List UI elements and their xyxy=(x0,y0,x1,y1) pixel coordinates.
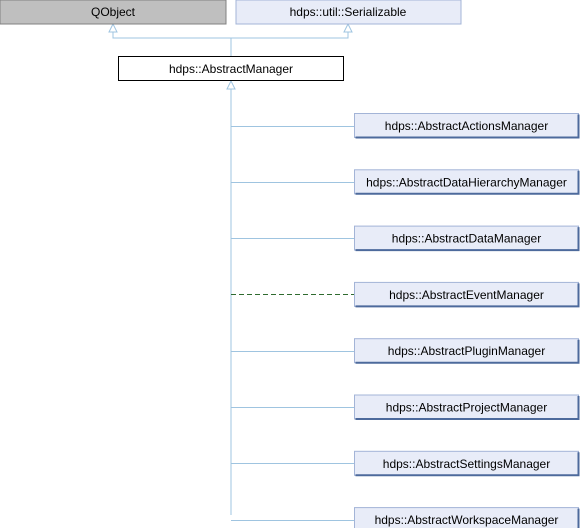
node-data-shadow xyxy=(355,227,580,252)
child-nodes: hdps::AbstractActionsManagerhdps::Abstra… xyxy=(354,113,580,528)
edge-qobject-arrow xyxy=(108,22,118,33)
trunk-arrow xyxy=(226,79,236,90)
node-workspace-label: hdps::AbstractWorkspaceManager xyxy=(375,513,559,527)
node-data-label: hdps::AbstractDataManager xyxy=(392,232,541,246)
base-edges xyxy=(108,22,353,56)
node-serializable[interactable]: hdps::util::Serializable xyxy=(235,0,462,25)
node-plugin-label: hdps::AbstractPluginManager xyxy=(388,344,545,358)
node-actions-shadow xyxy=(355,114,580,139)
node-workspace[interactable]: hdps::AbstractWorkspaceManager xyxy=(354,507,580,528)
edge-serializable xyxy=(230,24,349,56)
node-data-hierarchy[interactable]: hdps::AbstractDataHierarchyManager xyxy=(354,169,580,195)
node-data-hierarchy-box xyxy=(354,169,579,195)
node-project-shadow xyxy=(355,396,580,420)
node-actions-label: hdps::AbstractActionsManager xyxy=(385,119,548,133)
node-abstract-manager-label: hdps::AbstractManager xyxy=(169,62,293,76)
node-event-box xyxy=(354,281,579,307)
node-data-hierarchy-shadow xyxy=(355,170,580,195)
child-edges xyxy=(226,79,355,521)
node-data-box xyxy=(354,225,579,251)
node-abstract-manager[interactable]: hdps::AbstractManager xyxy=(118,56,344,81)
node-settings-label: hdps::AbstractSettingsManager xyxy=(383,457,550,471)
node-event-label: hdps::AbstractEventManager xyxy=(389,288,544,302)
node-settings[interactable]: hdps::AbstractSettingsManager xyxy=(354,450,580,477)
node-workspace-shadow xyxy=(577,508,580,528)
node-event-shadow xyxy=(355,283,580,308)
node-settings-shadow xyxy=(355,452,580,477)
node-project[interactable]: hdps::AbstractProjectManager xyxy=(354,394,580,420)
node-plugin[interactable]: hdps::AbstractPluginManager xyxy=(354,338,580,364)
node-qobject[interactable]: QObject xyxy=(0,0,227,25)
node-actions[interactable]: hdps::AbstractActionsManager xyxy=(354,113,580,139)
node-event[interactable]: hdps::AbstractEventManager xyxy=(354,281,580,308)
edge-serializable-arrow xyxy=(343,22,353,33)
node-project-label: hdps::AbstractProjectManager xyxy=(386,401,547,415)
node-data-hierarchy-label: hdps::AbstractDataHierarchyManager xyxy=(366,175,567,189)
node-qobject-label: QObject xyxy=(91,5,136,19)
node-serializable-label: hdps::util::Serializable xyxy=(290,5,407,19)
node-plugin-shadow xyxy=(355,339,580,364)
node-settings-box xyxy=(354,450,579,476)
edge-qobject xyxy=(112,24,232,56)
node-data[interactable]: hdps::AbstractDataManager xyxy=(354,225,580,252)
